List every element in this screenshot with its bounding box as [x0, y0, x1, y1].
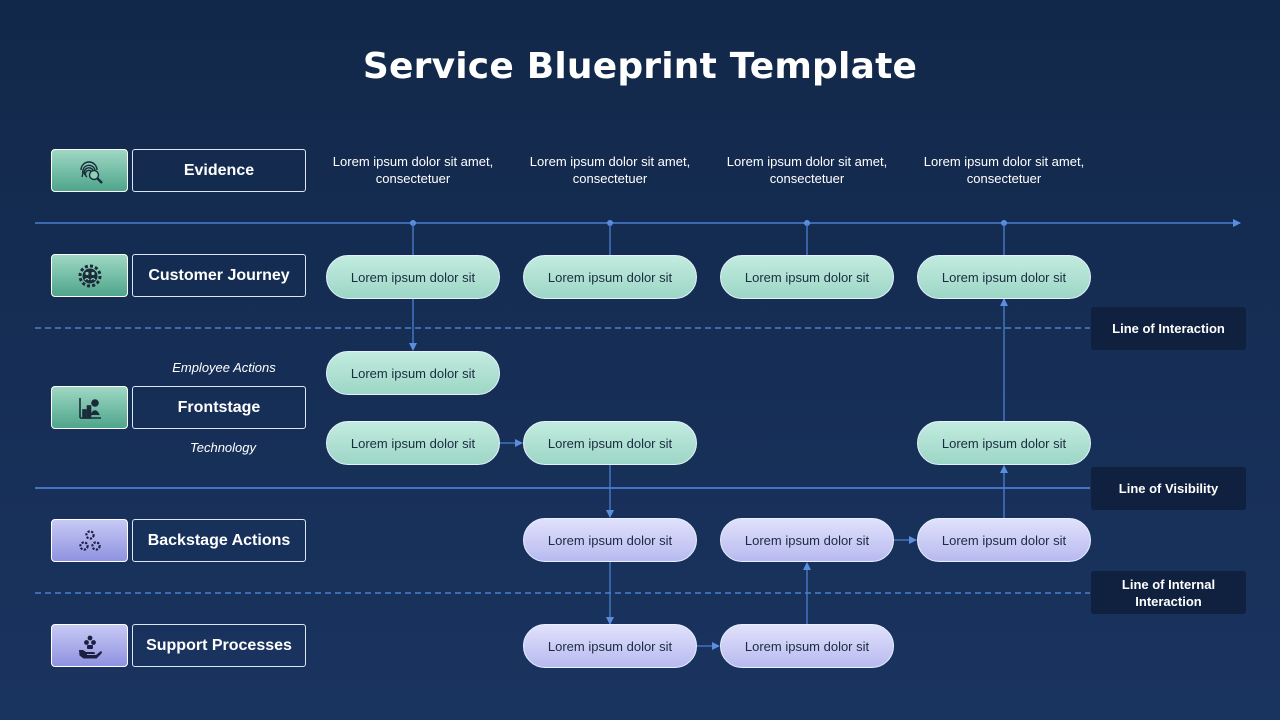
support-step: Lorem ipsum dolor sit [720, 624, 894, 668]
technology-step: Lorem ipsum dolor sit [326, 421, 500, 465]
customer-journey-step: Lorem ipsum dolor sit [523, 255, 697, 299]
line-of-interaction-label: Line of Interaction [1091, 307, 1246, 350]
presenter-chart-icon [51, 386, 128, 429]
backstage-step: Lorem ipsum dolor sit [917, 518, 1091, 562]
evidence-text: Lorem ipsum dolor sit amet, consectetuer [726, 154, 888, 186]
row-label-customer-journey: Customer Journey [132, 254, 306, 297]
support-step: Lorem ipsum dolor sit [523, 624, 697, 668]
line-of-visibility-label: Line of Visibility [1091, 467, 1246, 510]
row-label-support: Support Processes [132, 624, 306, 667]
fingerprint-search-icon [51, 149, 128, 192]
evidence-text: Lorem ipsum dolor sit amet, consectetuer [332, 154, 494, 186]
backstage-step: Lorem ipsum dolor sit [523, 518, 697, 562]
evidence-text: Lorem ipsum dolor sit amet, consectetuer [529, 154, 691, 186]
customer-journey-step: Lorem ipsum dolor sit [326, 255, 500, 299]
people-gear-icon [51, 254, 128, 297]
evidence-text: Lorem ipsum dolor sit amet, consectetuer [923, 154, 1085, 186]
line-of-internal-interaction-label: Line of Internal Interaction [1091, 571, 1246, 614]
customer-journey-step: Lorem ipsum dolor sit [917, 255, 1091, 299]
hand-support-icon [51, 624, 128, 667]
gears-icon [51, 519, 128, 562]
row-label-frontstage: Frontstage [132, 386, 306, 429]
technology-step: Lorem ipsum dolor sit [917, 421, 1091, 465]
row-label-evidence: Evidence [132, 149, 306, 192]
technology-step: Lorem ipsum dolor sit [523, 421, 697, 465]
technology-note: Technology [189, 440, 256, 455]
backstage-step: Lorem ipsum dolor sit [720, 518, 894, 562]
customer-journey-step: Lorem ipsum dolor sit [720, 255, 894, 299]
row-label-backstage: Backstage Actions [132, 519, 306, 562]
page-title: Service Blueprint Template [362, 46, 918, 87]
employee-action-step: Lorem ipsum dolor sit [326, 351, 500, 395]
employee-actions-note: Employee Actions [172, 360, 276, 375]
